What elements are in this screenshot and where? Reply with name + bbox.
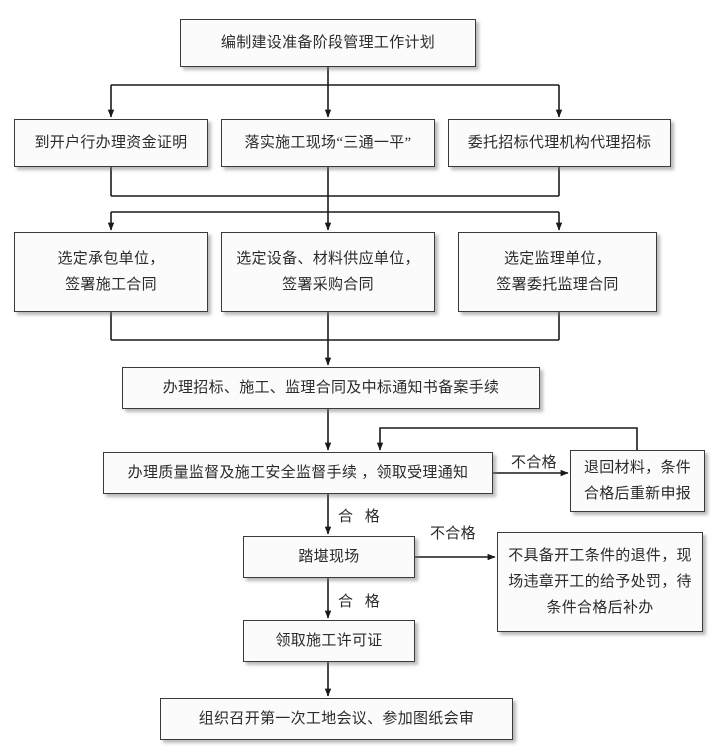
flow-node-n10: 退回材料，条件合格后重新申报 (570, 450, 705, 512)
flow-node-line: 组织召开第一次工地会议、参加图纸会审 (198, 710, 475, 727)
flow-node-line: 选定监理单位， (503, 250, 612, 267)
flow-node-line: 合格后重新申报 (583, 486, 692, 502)
flow-node-n8: 办理招标、施工、监理合同及中标通知书备案手续 (122, 367, 540, 409)
flow-node-line: 场违章开工的给予处罚，待 (508, 573, 692, 590)
edge-n10-n9-feedback (376, 427, 638, 451)
flow-node-line: 踏堪现场 (298, 548, 360, 565)
flow-node-n3: 落实施工现场“三通一平” (221, 119, 435, 167)
flow-node-n13: 领取施工许可证 (243, 620, 415, 662)
flow-node-line: 编制建设准备阶段管理工作计划 (220, 34, 436, 51)
flow-node-line: 办理招标、施工、监理合同及中标通知书备案手续 (162, 379, 500, 396)
flow-node-line: 到开户行办理资金证明 (34, 134, 188, 151)
flow-node-line: 签署施工合同 (65, 277, 157, 293)
flow-node-line: 签署采购合同 (282, 277, 374, 293)
flow-node-n2: 到开户行办理资金证明 (14, 119, 208, 167)
edge-label-el3: 不合格 (430, 526, 476, 542)
flow-node-line: 选定设备、材料供应单位， (236, 250, 420, 267)
flow-node-n14: 组织召开第一次工地会议、参加图纸会审 (160, 698, 513, 740)
edge-label-el2: 合 格 (338, 509, 384, 525)
flow-node-line: 不具备开工条件的退件，现 (508, 547, 692, 564)
flow-node-line: 委托招标代理机构代理招标 (467, 134, 652, 151)
flow-node-line: 领取施工许可证 (275, 632, 383, 649)
flow-node-line: 办理质量监督及施工安全监督手续 ，领取受理通知 (127, 464, 469, 481)
flow-node-n6: 选定设备、材料供应单位， 签署采购合同 (221, 232, 435, 312)
flow-node-line: 条件合格后补办 (546, 600, 654, 617)
flow-node-n9: 办理质量监督及施工安全监督手续 ，领取受理通知 (103, 452, 493, 494)
flow-node-n7: 选定监理单位， 签署委托监理合同 (458, 232, 657, 312)
flow-node-n4: 委托招标代理机构代理招标 (448, 119, 671, 167)
flow-node-n12: 不具备开工条件的退件，现场违章开工的给予处罚，待条件合格后补办 (497, 532, 703, 632)
flow-node-n1: 编制建设准备阶段管理工作计划 (180, 19, 476, 67)
flow-node-line: 选定承包单位， (57, 250, 165, 267)
flow-node-n11: 踏堪现场 (243, 536, 415, 578)
edge-label-el1: 不合格 (511, 455, 557, 471)
flow-node-line: 退回材料，条件 (583, 459, 692, 476)
flow-node-line: 签署委托监理合同 (496, 277, 619, 293)
edge-label-el4: 合 格 (338, 594, 384, 610)
flow-node-line: 落实施工现场“三通一平” (244, 134, 412, 151)
flow-node-n5: 选定承包单位， 签署施工合同 (14, 232, 208, 312)
